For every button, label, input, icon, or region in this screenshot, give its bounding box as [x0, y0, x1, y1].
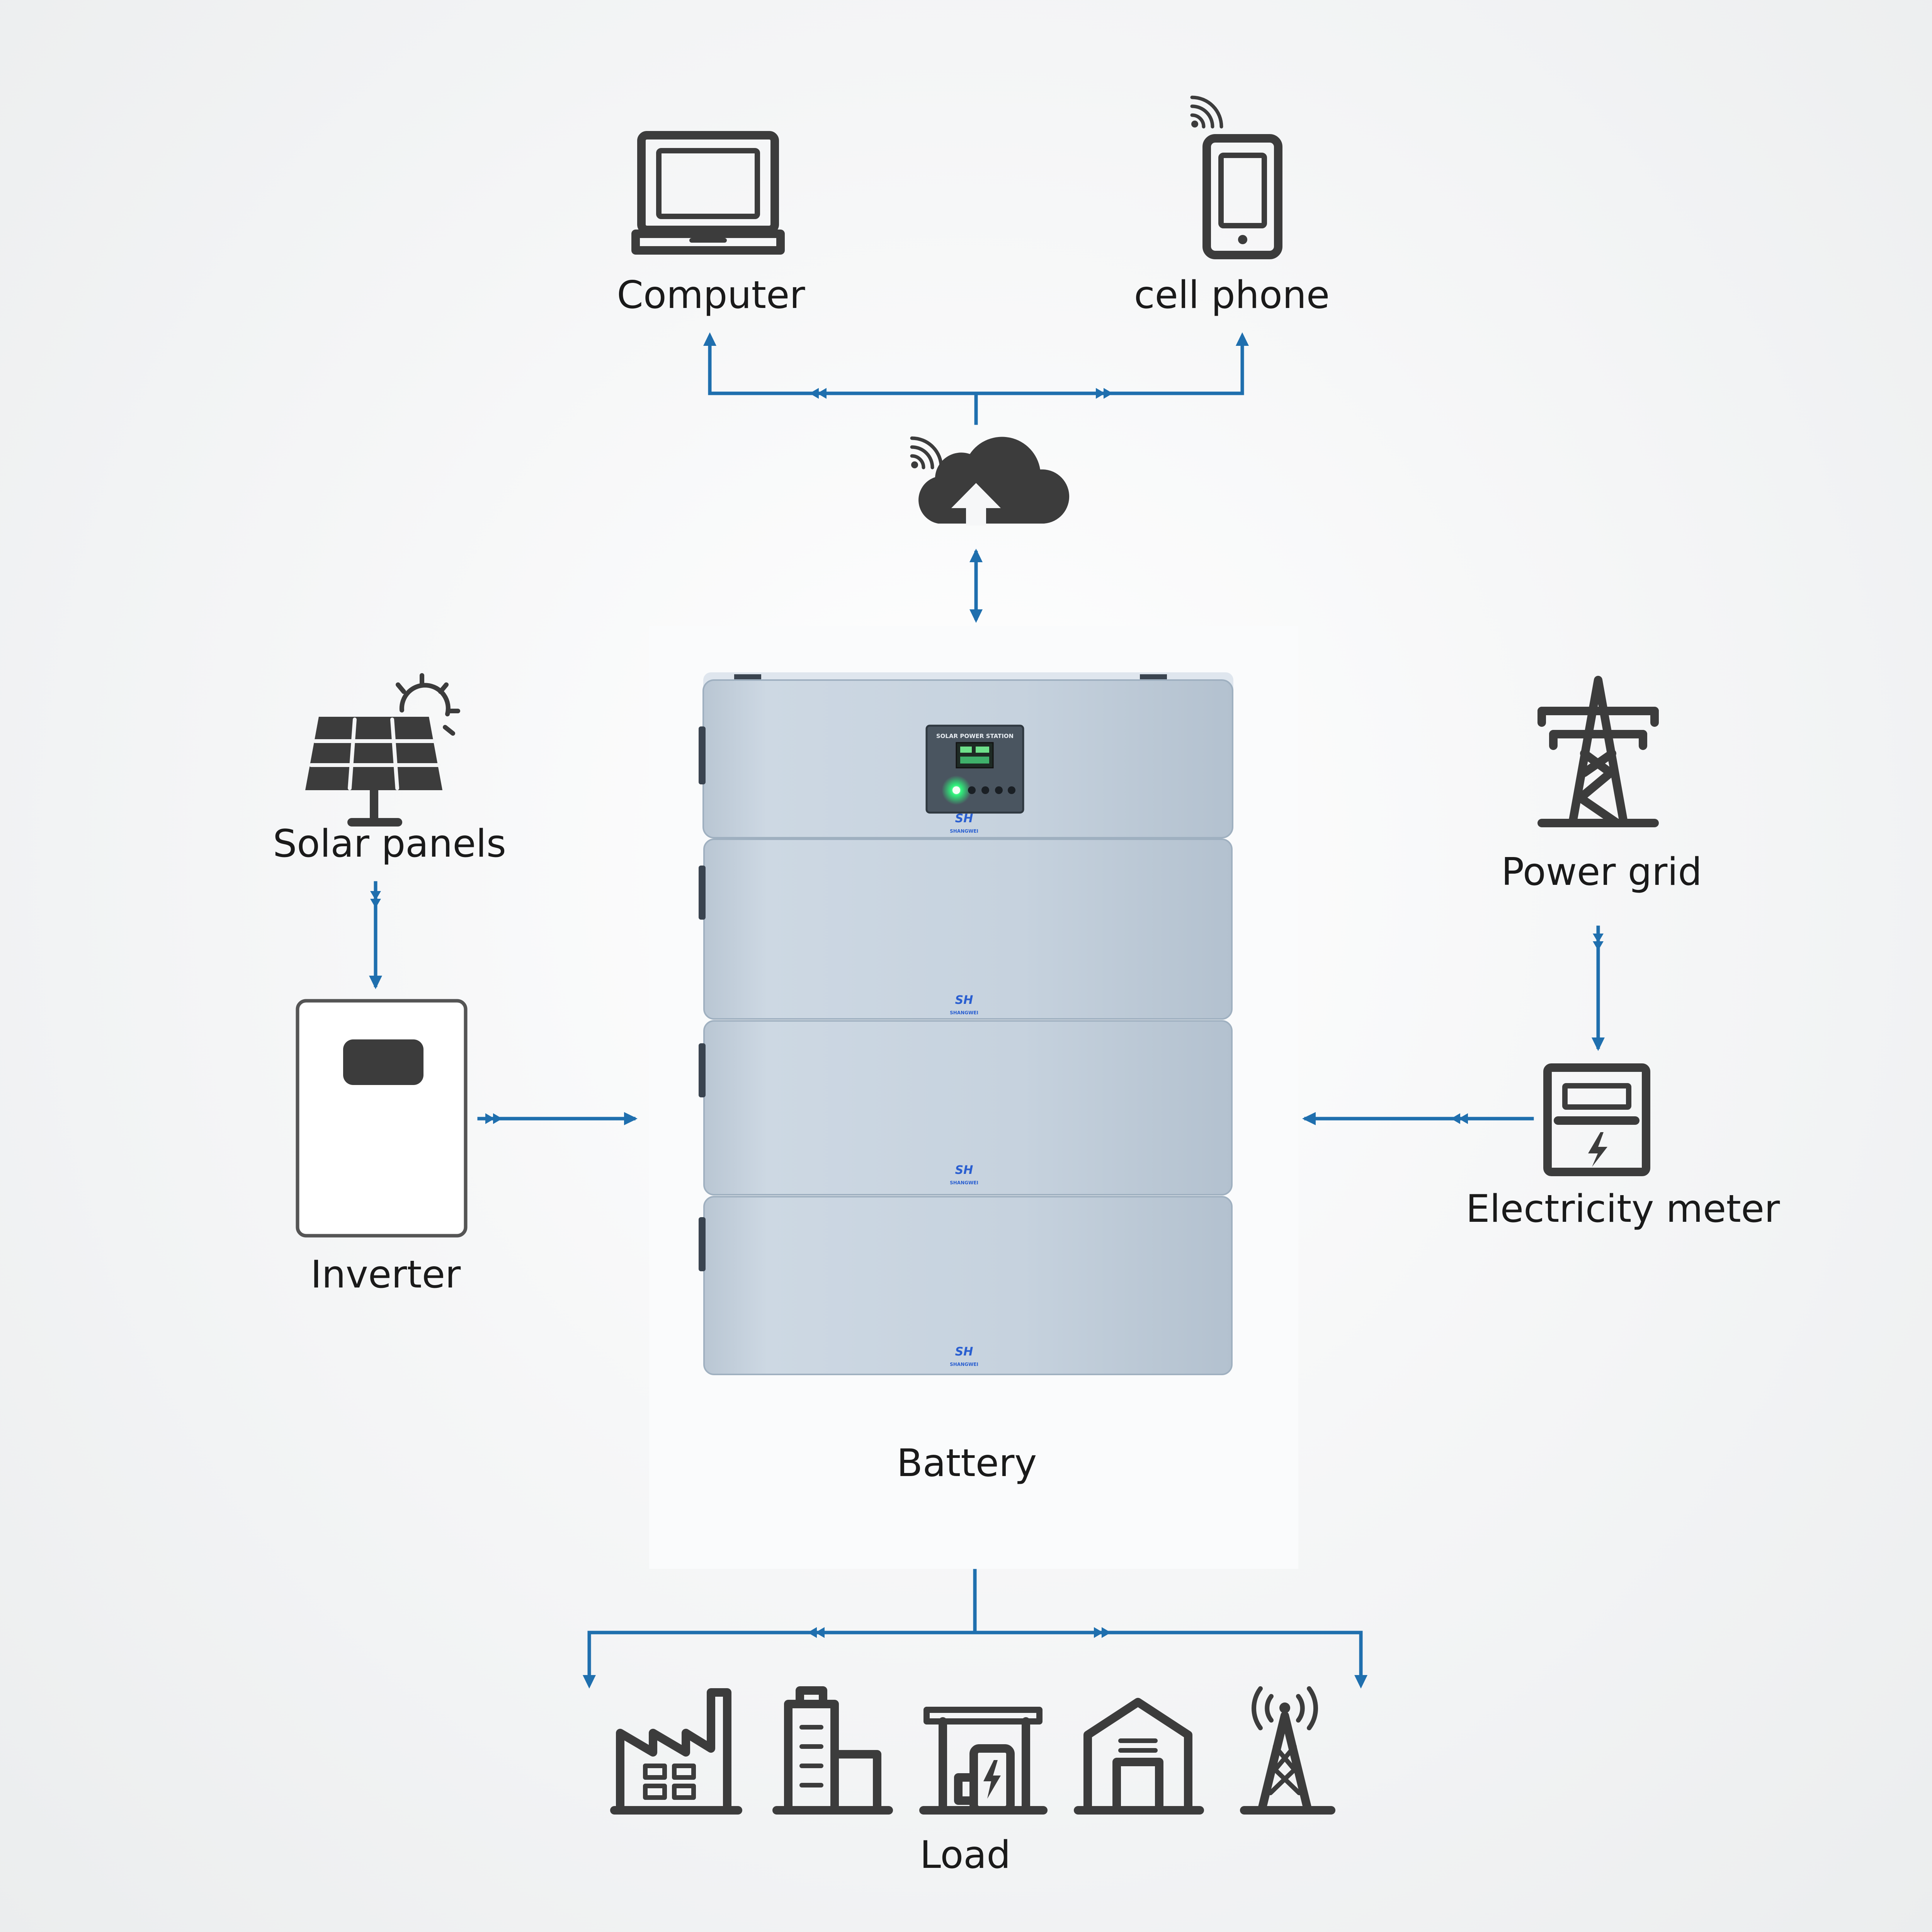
chevron-left [1451, 1113, 1468, 1124]
wifi-signal-icon [910, 436, 943, 469]
label-solar-panels: Solar panels [273, 822, 506, 866]
battery-button [968, 786, 976, 794]
battery-module-2 [703, 1020, 1233, 1196]
arrow-up-cloud [969, 549, 983, 562]
arrow-up-computer [703, 332, 716, 346]
arrow-left-battery [1302, 1112, 1316, 1125]
label-load: Load [920, 1833, 1011, 1877]
chevron-left [810, 388, 827, 399]
battery-brand-mark: SH [955, 1163, 973, 1177]
chevron-down [1593, 934, 1604, 951]
laptop-icon [631, 131, 785, 255]
battery-module-3 [703, 1196, 1233, 1375]
charging-station-icon [919, 1707, 1048, 1815]
cloud-upload-icon [910, 436, 1070, 526]
inverter-icon [296, 999, 468, 1238]
sun-icon [396, 673, 460, 736]
arrow-down-load-right [1354, 1675, 1367, 1689]
battery-brand-name: SHANGWEI [950, 1010, 978, 1015]
label-cell-phone: cell phone [1134, 273, 1330, 317]
battery-button [995, 786, 1003, 794]
office-building-icon [772, 1686, 893, 1815]
wifi-signal-icon [1190, 95, 1223, 129]
battery-button [1008, 786, 1015, 794]
connector-load-bus [587, 1631, 1363, 1685]
signal-tower-icon [1240, 1686, 1335, 1815]
battery-brand-mark: SH [955, 993, 973, 1007]
arrow-down-inverter [369, 976, 382, 989]
label-electricity-meter: Electricity meter [1466, 1187, 1780, 1231]
arrow-down-load-left [583, 1675, 596, 1689]
electricity-meter-icon [1543, 1063, 1650, 1176]
solar-panel-icon [305, 673, 460, 827]
label-computer: Computer [617, 273, 805, 317]
battery-brand-name: SHANGWEI [950, 1180, 978, 1185]
chevron-down [370, 891, 381, 908]
battery-unit: SOLAR POWER STATION SH SHANGWEI SH SHANG… [649, 626, 1298, 1569]
chevron-right [1094, 1627, 1111, 1638]
arrow-up-phone [1236, 332, 1249, 346]
label-inverter: Inverter [310, 1253, 461, 1297]
house-icon [1074, 1698, 1204, 1815]
factory-icon [610, 1688, 742, 1815]
arrow-right-battery [624, 1112, 638, 1125]
chevron-left [808, 1627, 825, 1638]
battery-brand-mark: SH [955, 1345, 973, 1359]
label-battery: Battery [896, 1441, 1037, 1485]
chevron-right [1096, 388, 1113, 399]
smartphone-icon [1190, 95, 1282, 259]
battery-lcd-screen [956, 742, 994, 769]
arrow-down-meter [1592, 1037, 1605, 1051]
battery-module-1 [703, 838, 1233, 1020]
battery-brand-mark: SH [955, 812, 973, 825]
arrow-down-battery [969, 609, 983, 623]
battery-brand-name: SHANGWEI [950, 828, 978, 834]
connector-network-bus [708, 338, 1244, 395]
connector-arrows [369, 332, 1605, 1689]
transmission-tower-icon [1537, 676, 1659, 827]
label-power-grid: Power grid [1501, 850, 1702, 894]
chevron-right [485, 1113, 502, 1124]
battery-panel-title: SOLAR POWER STATION [936, 733, 1014, 740]
battery-button [981, 786, 989, 794]
battery-brand-name: SHANGWEI [950, 1362, 978, 1367]
